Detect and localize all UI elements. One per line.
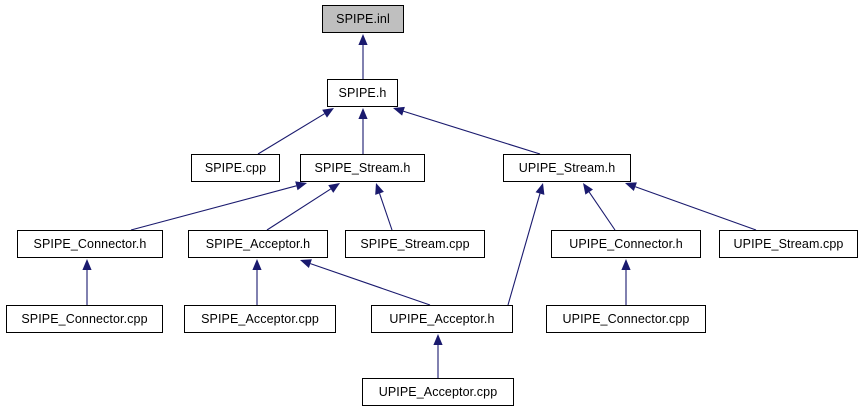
node-spipe-connector-h[interactable]: SPIPE_Connector.h <box>17 230 163 258</box>
node-spipe-acceptor-cpp[interactable]: SPIPE_Acceptor.cpp <box>184 305 336 333</box>
edge-spipe-acceptor-h-to-spipe-stream-h <box>266 183 340 231</box>
edge-spipe-connector-h-to-spipe-stream-h <box>130 181 307 231</box>
edge-spipe-acceptor-cpp-to-spipe-acceptor-h <box>252 259 262 305</box>
node-spipe-connector-cpp[interactable]: SPIPE_Connector.cpp <box>6 305 163 333</box>
node-label-spipe-stream-h: SPIPE_Stream.h <box>314 160 411 175</box>
node-upipe-stream-cpp[interactable]: UPIPE_Stream.cpp <box>719 230 858 258</box>
node-upipe-connector-cpp[interactable]: UPIPE_Connector.cpp <box>546 305 706 333</box>
arrowhead-icon <box>252 259 262 270</box>
edge-upipe-acceptor-h-to-upipe-stream-h <box>507 183 545 306</box>
arrowhead-icon <box>328 183 340 193</box>
node-label-spipe-stream-cpp: SPIPE_Stream.cpp <box>360 236 470 251</box>
node-label-upipe-stream-cpp: UPIPE_Stream.cpp <box>733 236 844 251</box>
edge-upipe-acceptor-h-to-spipe-acceptor-h <box>300 259 431 306</box>
node-label-spipe-inl: SPIPE.inl <box>336 11 390 26</box>
node-spipe-h[interactable]: SPIPE.h <box>327 79 398 107</box>
node-spipe-acceptor-h[interactable]: SPIPE_Acceptor.h <box>188 230 328 258</box>
node-spipe-inl[interactable]: SPIPE.inl <box>322 5 404 33</box>
arrowhead-icon <box>358 34 368 45</box>
edge-spipe-connector-cpp-to-spipe-connector-h <box>82 259 92 305</box>
node-label-upipe-acceptor-h: UPIPE_Acceptor.h <box>389 311 495 326</box>
node-label-spipe-connector-cpp: SPIPE_Connector.cpp <box>21 311 148 326</box>
arrowhead-icon <box>621 259 631 270</box>
edge-upipe-connector-h-to-upipe-stream-h <box>583 183 616 231</box>
edge-upipe-stream-cpp-to-upipe-stream-h <box>625 182 757 231</box>
arrowhead-icon <box>375 183 384 195</box>
arrowhead-icon <box>433 334 443 345</box>
node-label-spipe-h: SPIPE.h <box>338 85 387 100</box>
node-spipe-stream-cpp[interactable]: SPIPE_Stream.cpp <box>345 230 485 258</box>
node-label-upipe-connector-cpp: UPIPE_Connector.cpp <box>562 311 690 326</box>
node-upipe-acceptor-cpp[interactable]: UPIPE_Acceptor.cpp <box>362 378 514 406</box>
arrowhead-icon <box>322 108 334 118</box>
edge-spipe-stream-cpp-to-spipe-stream-h <box>375 183 393 231</box>
arrowhead-icon <box>535 183 545 195</box>
node-upipe-acceptor-h[interactable]: UPIPE_Acceptor.h <box>371 305 513 333</box>
edge-spipe-cpp-to-spipe-h <box>257 108 334 155</box>
node-label-upipe-stream-h: UPIPE_Stream.h <box>518 160 616 175</box>
edge-spipe-stream-h-to-spipe-h <box>358 108 368 154</box>
arrowhead-icon <box>358 108 368 119</box>
edge-upipe-acceptor-cpp-to-upipe-acceptor-h <box>433 334 443 378</box>
node-spipe-cpp[interactable]: SPIPE.cpp <box>191 154 280 182</box>
node-label-spipe-cpp: SPIPE.cpp <box>204 160 267 175</box>
edge-upipe-connector-cpp-to-upipe-connector-h <box>621 259 631 305</box>
node-label-spipe-acceptor-h: SPIPE_Acceptor.h <box>205 236 311 251</box>
node-label-upipe-connector-h: UPIPE_Connector.h <box>569 236 683 251</box>
node-upipe-stream-h[interactable]: UPIPE_Stream.h <box>503 154 631 182</box>
arrowhead-icon <box>295 181 307 191</box>
edge-spipe-h-to-spipe-inl <box>358 34 368 79</box>
node-upipe-connector-h[interactable]: UPIPE_Connector.h <box>551 230 701 258</box>
node-spipe-stream-h[interactable]: SPIPE_Stream.h <box>300 154 425 182</box>
edge-upipe-stream-h-to-spipe-h <box>393 106 541 155</box>
arrowhead-icon <box>583 183 593 195</box>
node-label-upipe-acceptor-cpp: UPIPE_Acceptor.cpp <box>378 384 498 399</box>
node-label-spipe-connector-h: SPIPE_Connector.h <box>33 236 147 251</box>
arrowhead-icon <box>300 259 312 268</box>
node-label-spipe-acceptor-cpp: SPIPE_Acceptor.cpp <box>201 311 319 326</box>
arrowhead-icon <box>393 106 405 116</box>
arrowhead-icon <box>82 259 92 270</box>
arrowhead-icon <box>625 182 637 192</box>
